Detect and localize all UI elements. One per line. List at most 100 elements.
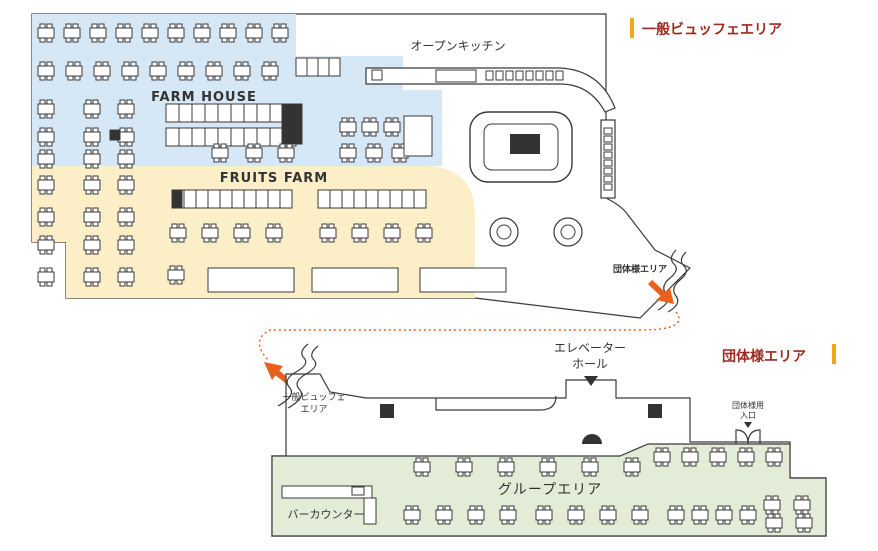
- chair: [39, 281, 46, 287]
- booth-seat: [243, 103, 258, 123]
- chair: [186, 61, 193, 67]
- chair: [46, 37, 53, 43]
- chair: [171, 223, 178, 229]
- table: [435, 509, 453, 521]
- chair: [98, 23, 105, 29]
- table: [211, 147, 229, 159]
- chair: [178, 223, 185, 229]
- chair: [393, 157, 400, 163]
- chair: [321, 237, 328, 243]
- chair: [393, 143, 400, 149]
- table: [383, 227, 401, 239]
- chair: [117, 23, 124, 29]
- chair: [126, 207, 133, 213]
- chair: [279, 157, 286, 163]
- chair: [464, 457, 471, 463]
- chair: [437, 505, 444, 511]
- chair: [126, 189, 133, 195]
- chair: [242, 237, 249, 243]
- table: [361, 121, 379, 133]
- buffet-legend-label: 一般ビュッフェエリア: [642, 22, 782, 38]
- chair: [632, 471, 639, 477]
- chair: [202, 37, 209, 43]
- chair: [405, 505, 412, 511]
- table: [415, 227, 433, 239]
- chair: [119, 127, 126, 133]
- chair: [203, 237, 210, 243]
- chair: [541, 471, 548, 477]
- table: [339, 147, 357, 159]
- table: [631, 509, 649, 521]
- arrow-to-group-area: [647, 279, 674, 304]
- booth-seat: [341, 189, 355, 209]
- chair: [39, 75, 46, 81]
- table: [403, 509, 421, 521]
- chair: [242, 75, 249, 81]
- chair: [119, 141, 126, 147]
- pillar: [281, 103, 303, 145]
- chair: [85, 141, 92, 147]
- chair: [92, 99, 99, 105]
- booth-seat: [389, 189, 403, 209]
- chair: [119, 113, 126, 119]
- chair: [537, 519, 544, 525]
- chair: [499, 471, 506, 477]
- booth-seat: [191, 103, 206, 123]
- table: [65, 65, 83, 77]
- chair: [392, 117, 399, 123]
- chair: [119, 99, 126, 105]
- table: [261, 65, 279, 77]
- chair: [254, 143, 261, 149]
- chair: [370, 117, 377, 123]
- chair: [370, 131, 377, 137]
- kitchen-item: [603, 175, 613, 183]
- chair: [469, 519, 476, 525]
- table: [115, 27, 133, 39]
- chair: [476, 519, 483, 525]
- chair: [415, 471, 422, 477]
- chair: [254, 23, 261, 29]
- chair: [123, 61, 130, 67]
- chair: [39, 267, 46, 273]
- chair: [39, 37, 46, 43]
- open-kitchen-label: オープンキッチン: [410, 39, 505, 53]
- chair: [270, 61, 277, 67]
- table: [497, 461, 515, 473]
- booth-seat: [178, 103, 193, 123]
- chair: [469, 505, 476, 511]
- chair: [286, 143, 293, 149]
- chair: [143, 23, 150, 29]
- chair: [422, 471, 429, 477]
- table: [117, 239, 135, 251]
- chair: [46, 189, 53, 195]
- chair: [415, 457, 422, 463]
- chair: [274, 237, 281, 243]
- table: [319, 227, 337, 239]
- cut-line-upper: [667, 251, 687, 313]
- booth-seat: [279, 189, 293, 209]
- booth-seat: [267, 189, 281, 209]
- chair: [130, 75, 137, 81]
- chair: [151, 75, 158, 81]
- table: [763, 499, 781, 511]
- chair: [748, 519, 755, 525]
- chair: [576, 519, 583, 525]
- chair: [501, 505, 508, 511]
- chair: [804, 513, 811, 519]
- kitchen-item: [371, 69, 383, 81]
- table: [245, 27, 263, 39]
- entrance-arrow-icon: [744, 422, 752, 428]
- chair: [717, 505, 724, 511]
- sofa-booth: [419, 267, 507, 293]
- chair: [242, 61, 249, 67]
- table: [205, 65, 223, 77]
- table: [351, 227, 369, 239]
- table: [201, 227, 219, 239]
- chair: [795, 509, 802, 515]
- chair: [476, 505, 483, 511]
- chair: [767, 513, 774, 519]
- chair: [367, 157, 374, 163]
- table: [37, 27, 55, 39]
- chair: [412, 505, 419, 511]
- buffet-pointer-label-2: エリア: [300, 405, 327, 415]
